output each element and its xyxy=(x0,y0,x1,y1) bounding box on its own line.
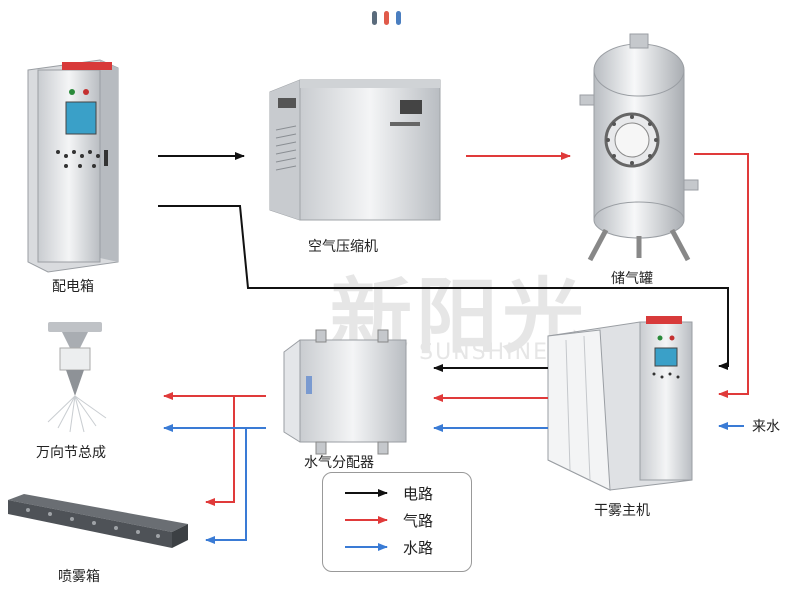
label-dry-fog-host: 干雾主机 xyxy=(594,503,650,519)
label-air-compressor: 空气压缩机 xyxy=(308,239,378,255)
air-tank xyxy=(579,33,699,262)
legend-lines xyxy=(345,489,388,551)
universal-joint-assembly xyxy=(47,322,107,433)
legend: 电路 气路 水路 xyxy=(322,472,472,572)
legend-air-label: 气路 xyxy=(403,512,434,530)
air-line-to-spray-box xyxy=(205,396,235,506)
dot-red xyxy=(384,11,389,25)
label-spray-box: 喷雾箱 xyxy=(58,569,100,585)
electric-line-to-host xyxy=(158,205,729,370)
legend-water-label: 水路 xyxy=(403,539,434,557)
water-line-to-spray-box xyxy=(205,428,247,544)
legend-electric-label: 电路 xyxy=(403,485,434,503)
air-compressor xyxy=(269,79,441,221)
air-line-to-host xyxy=(694,153,749,398)
label-water-air-distributor: 水气分配器 xyxy=(304,455,374,471)
water-lines xyxy=(163,422,744,544)
air-lines xyxy=(163,152,749,506)
dot-blue xyxy=(396,11,401,25)
dry-fog-host xyxy=(547,316,693,491)
water-air-distributor xyxy=(283,329,407,455)
label-electrical-cabinet: 配电箱 xyxy=(52,279,94,295)
top-dots xyxy=(372,10,408,29)
electrical-cabinet xyxy=(27,59,119,273)
dot-gray xyxy=(372,11,377,25)
label-air-tank: 储气罐 xyxy=(611,271,653,287)
spray-box xyxy=(8,494,188,548)
electric-lines xyxy=(158,152,729,372)
label-universal-joint-assembly: 万向节总成 xyxy=(36,445,106,461)
label-water-inlet: 来水 xyxy=(752,419,780,435)
